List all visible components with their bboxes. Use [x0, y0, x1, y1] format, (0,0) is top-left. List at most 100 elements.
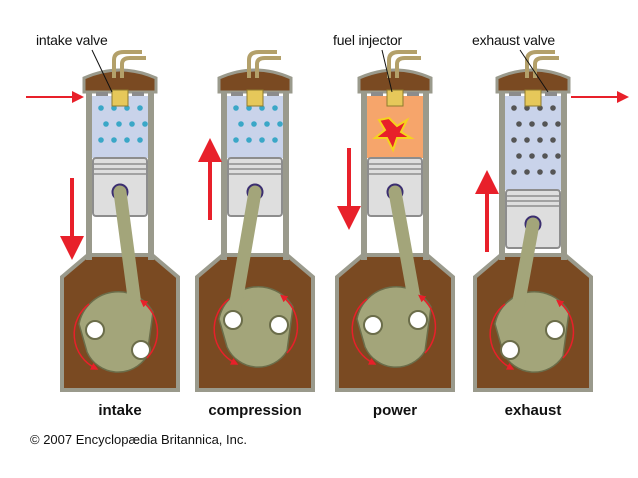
gas-particle	[524, 169, 530, 175]
stroke-label-power: power	[372, 402, 418, 419]
gas-particle	[550, 137, 556, 143]
gas-particle	[103, 121, 109, 127]
fuel-injector-leader	[381, 49, 393, 93]
copyright-text: © 2007 Encyclopædia Britannica, Inc.	[30, 432, 247, 447]
rotation-arrow-icon	[140, 299, 159, 359]
gas-particle	[529, 153, 535, 159]
gas-particle	[246, 137, 252, 143]
connecting-rod	[388, 185, 425, 327]
rotation-arrow-icon	[213, 298, 239, 365]
intake-valve	[509, 92, 521, 96]
gas-particle	[550, 169, 556, 175]
ignition-spark-icon	[372, 116, 415, 153]
crank-pin	[500, 340, 520, 360]
crank-pin	[408, 310, 428, 330]
gas-particle	[277, 121, 283, 127]
stroke-panel-compression	[195, 50, 315, 392]
gas-particle	[238, 121, 244, 127]
connecting-rod	[503, 217, 540, 357]
fuel-line	[255, 56, 281, 78]
intake-pipe	[387, 50, 417, 78]
strokes	[26, 50, 629, 392]
intake-pipe	[112, 50, 142, 78]
gas-particle	[537, 169, 543, 175]
exhaust-valve	[545, 92, 557, 96]
exhaust-valve-leader	[519, 49, 549, 93]
cylinder-wall-right	[423, 90, 429, 260]
gas-particle	[524, 137, 530, 143]
rotation-arrow-icon	[489, 303, 515, 370]
injector-tip	[111, 89, 129, 107]
main-journal	[545, 320, 565, 340]
gas-particle	[272, 105, 278, 111]
stroke-label-compression: compression	[208, 402, 302, 419]
gas-particle	[516, 153, 522, 159]
injector-tip	[386, 89, 404, 107]
gas-particle	[137, 137, 143, 143]
gas-particle	[555, 121, 561, 127]
intake-valve	[231, 92, 243, 96]
gas-particle	[516, 121, 522, 127]
crank-pin	[223, 310, 243, 330]
rotation-arrow-icon	[73, 303, 99, 370]
gas-particle	[259, 105, 265, 111]
gas-particle	[233, 105, 239, 111]
injector-tip	[524, 89, 542, 107]
stroke-label-exhaust: exhaust	[504, 402, 562, 419]
gas-particle	[511, 137, 517, 143]
gas-particle	[511, 105, 517, 111]
intake-pipe	[247, 50, 277, 78]
gas-particle	[272, 137, 278, 143]
gas-particle	[124, 137, 130, 143]
main-journal	[85, 320, 105, 340]
gas-particle	[529, 121, 535, 127]
connecting-rod	[226, 185, 262, 327]
cylinder-wall-right	[561, 90, 567, 260]
exhaust-valve	[407, 92, 419, 96]
gas-particle	[542, 153, 548, 159]
gas-particle	[264, 121, 270, 127]
main-journal	[269, 315, 289, 335]
stroke-panel-power	[335, 50, 455, 392]
cylinder-wall-right	[283, 90, 289, 260]
gas-particle	[246, 105, 252, 111]
gas-particle	[129, 121, 135, 127]
intake-valve	[371, 92, 383, 96]
exhaust-valve	[132, 92, 144, 96]
gas-particle	[116, 121, 122, 127]
stroke-label-intake: intake	[98, 402, 142, 419]
gas-particle	[511, 169, 517, 175]
exhaust-valve	[267, 92, 279, 96]
fuel-line	[533, 56, 559, 78]
gas-particle	[124, 105, 130, 111]
stroke-panel-intake	[26, 50, 180, 392]
fuel-line	[395, 56, 421, 78]
fuel-line	[120, 56, 146, 78]
crank-pin	[131, 340, 151, 360]
gas-particle	[537, 137, 543, 143]
rotation-arrow-icon	[351, 298, 377, 365]
connecting-rod	[113, 185, 148, 357]
intake-valve-label: intake valve	[36, 32, 108, 48]
gas-particle	[98, 105, 104, 111]
rotation-arrow-icon	[556, 299, 575, 359]
intake-valve	[96, 92, 108, 96]
cylinder-wall-left	[86, 90, 92, 260]
gas-particle	[555, 153, 561, 159]
gas-particle	[251, 121, 257, 127]
gas-particle	[111, 105, 117, 111]
callout-leaders	[91, 49, 549, 93]
gas-particle	[550, 105, 556, 111]
main-journal	[363, 315, 383, 335]
gas-particle	[537, 105, 543, 111]
gas-particle	[111, 137, 117, 143]
rotation-arrow-icon	[418, 294, 437, 354]
gas-particle	[524, 105, 530, 111]
gas-particle	[233, 137, 239, 143]
intake-valve-leader	[91, 49, 113, 93]
gas-particle	[142, 121, 148, 127]
gas-particle	[259, 137, 265, 143]
cylinder-wall-right	[148, 90, 154, 260]
cylinder-wall-left	[499, 90, 505, 260]
